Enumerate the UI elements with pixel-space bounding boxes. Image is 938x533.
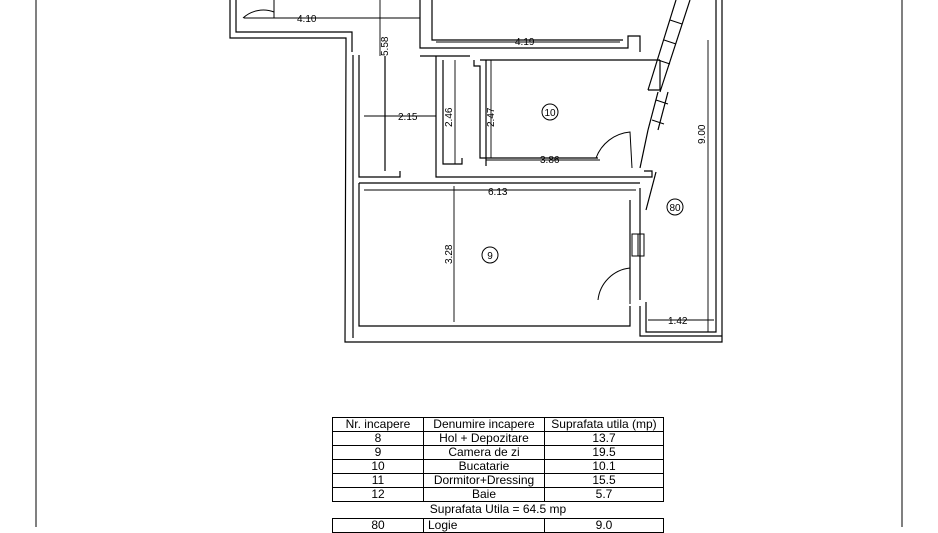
walls	[229, 0, 723, 343]
header-area: Suprafata utila (mp)	[544, 417, 664, 432]
room-marker-9-circle	[481, 246, 499, 264]
room-area-table: Nr. incapere Denumire incapere Suprafata…	[332, 417, 664, 533]
dim-2-47: 2.47	[486, 107, 497, 127]
table-row: 8 Hol + Depozitare 13.7	[332, 431, 664, 446]
cell-name: Logie	[423, 518, 545, 533]
cell-area: 10.1	[544, 459, 664, 474]
table-row: 10 Bucatarie 10.1	[332, 459, 664, 474]
total-usable-area: Suprafata Utila = 64.5 mp	[332, 501, 664, 519]
room-marker-9-label: 9	[487, 251, 493, 262]
door-swings	[242, 0, 633, 304]
room-marker-10-label: 10	[544, 108, 556, 119]
dim-3-86: 3.86	[540, 155, 560, 166]
dimension-labels: 4.10 5.58 4.19 2.15 2.46 2.47 3.86 9.00 …	[297, 14, 708, 327]
dimension-lines	[244, 0, 714, 332]
room-markers	[481, 103, 684, 264]
cell-area: 19.5	[544, 445, 664, 460]
dim-4-10: 4.10	[297, 14, 317, 25]
dim-5-58: 5.58	[380, 36, 391, 56]
dim-6-13: 6.13	[488, 187, 508, 198]
cell-nr: 11	[332, 473, 424, 488]
header-name: Denumire incapere	[423, 417, 545, 432]
table-row: 11 Dormitor+Dressing 15.5	[332, 473, 664, 488]
dim-1-42: 1.42	[668, 316, 688, 327]
cell-nr: 9	[332, 445, 424, 460]
cell-nr: 10	[332, 459, 424, 474]
dim-3-28: 3.28	[444, 244, 455, 264]
cell-name: Hol + Depozitare	[423, 431, 545, 446]
cell-nr: 8	[332, 431, 424, 446]
table-total-row: Suprafata Utila = 64.5 mp	[332, 501, 664, 519]
cell-name: Camera de zi	[423, 445, 545, 460]
cell-name: Bucatarie	[423, 459, 545, 474]
window-hatches	[631, 19, 683, 257]
table-row: 12 Baie 5.7	[332, 487, 664, 502]
cell-area: 15.5	[544, 473, 664, 488]
table-row: 9 Camera de zi 19.5	[332, 445, 664, 460]
cell-name: Baie	[423, 487, 545, 502]
dim-2-15: 2.15	[398, 112, 418, 123]
room-marker-80-label: 80	[669, 203, 681, 214]
table-header-row: Nr. incapere Denumire incapere Suprafata…	[332, 417, 664, 432]
dim-4-19: 4.19	[515, 37, 535, 48]
header-nr: Nr. incapere	[332, 417, 424, 432]
room-marker-80-circle	[666, 198, 684, 216]
cell-nr: 80	[332, 518, 424, 533]
cell-area: 5.7	[544, 487, 664, 502]
dim-2-46: 2.46	[444, 107, 455, 127]
cell-name: Dormitor+Dressing	[423, 473, 545, 488]
cell-nr: 12	[332, 487, 424, 502]
room-marker-10-circle	[541, 103, 559, 121]
cell-area: 13.7	[544, 431, 664, 446]
dim-9-00: 9.00	[697, 124, 708, 144]
cell-area: 9.0	[544, 518, 664, 533]
table-row: 80 Logie 9.0	[332, 518, 664, 533]
